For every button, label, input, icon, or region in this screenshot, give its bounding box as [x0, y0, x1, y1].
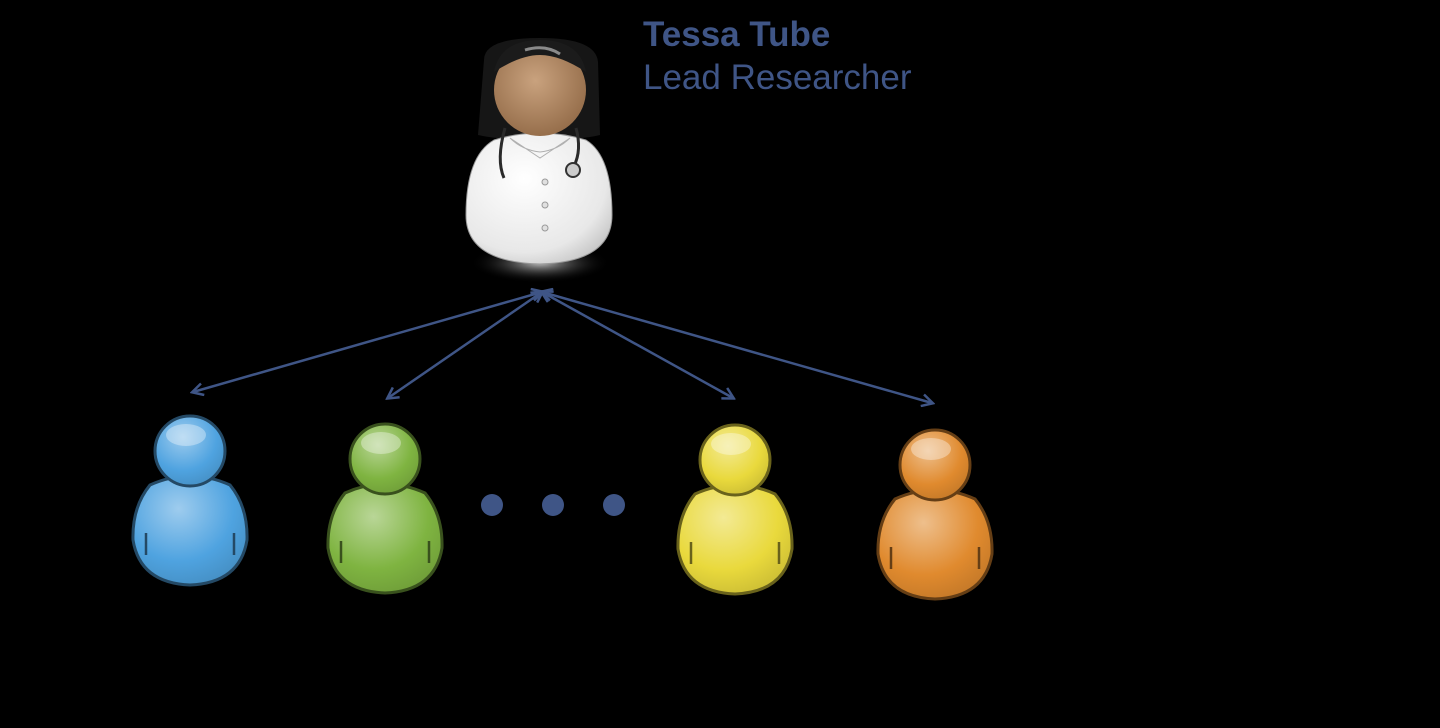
- ellipsis-dot: [603, 494, 625, 516]
- bidirectional-arrow: [542, 292, 733, 398]
- lead-name: Tessa Tube: [643, 15, 831, 54]
- lead-role: Lead Researcher: [643, 58, 912, 97]
- lead-label: Tessa Tube Lead Researcher: [643, 14, 912, 100]
- person-icon: [326, 422, 444, 595]
- ellipsis-dot: [542, 494, 564, 516]
- bidirectional-arrow: [388, 292, 542, 398]
- doctor-icon: [465, 38, 613, 283]
- ellipsis-dot: [481, 494, 503, 516]
- ellipsis-dots: [481, 494, 625, 516]
- bidirectional-arrow: [193, 292, 542, 392]
- team-members: [131, 414, 994, 601]
- person-icon: [676, 423, 794, 596]
- person-icon: [876, 428, 994, 601]
- connectors: [193, 292, 932, 403]
- bidirectional-arrow: [542, 292, 932, 403]
- person-icon: [131, 414, 249, 587]
